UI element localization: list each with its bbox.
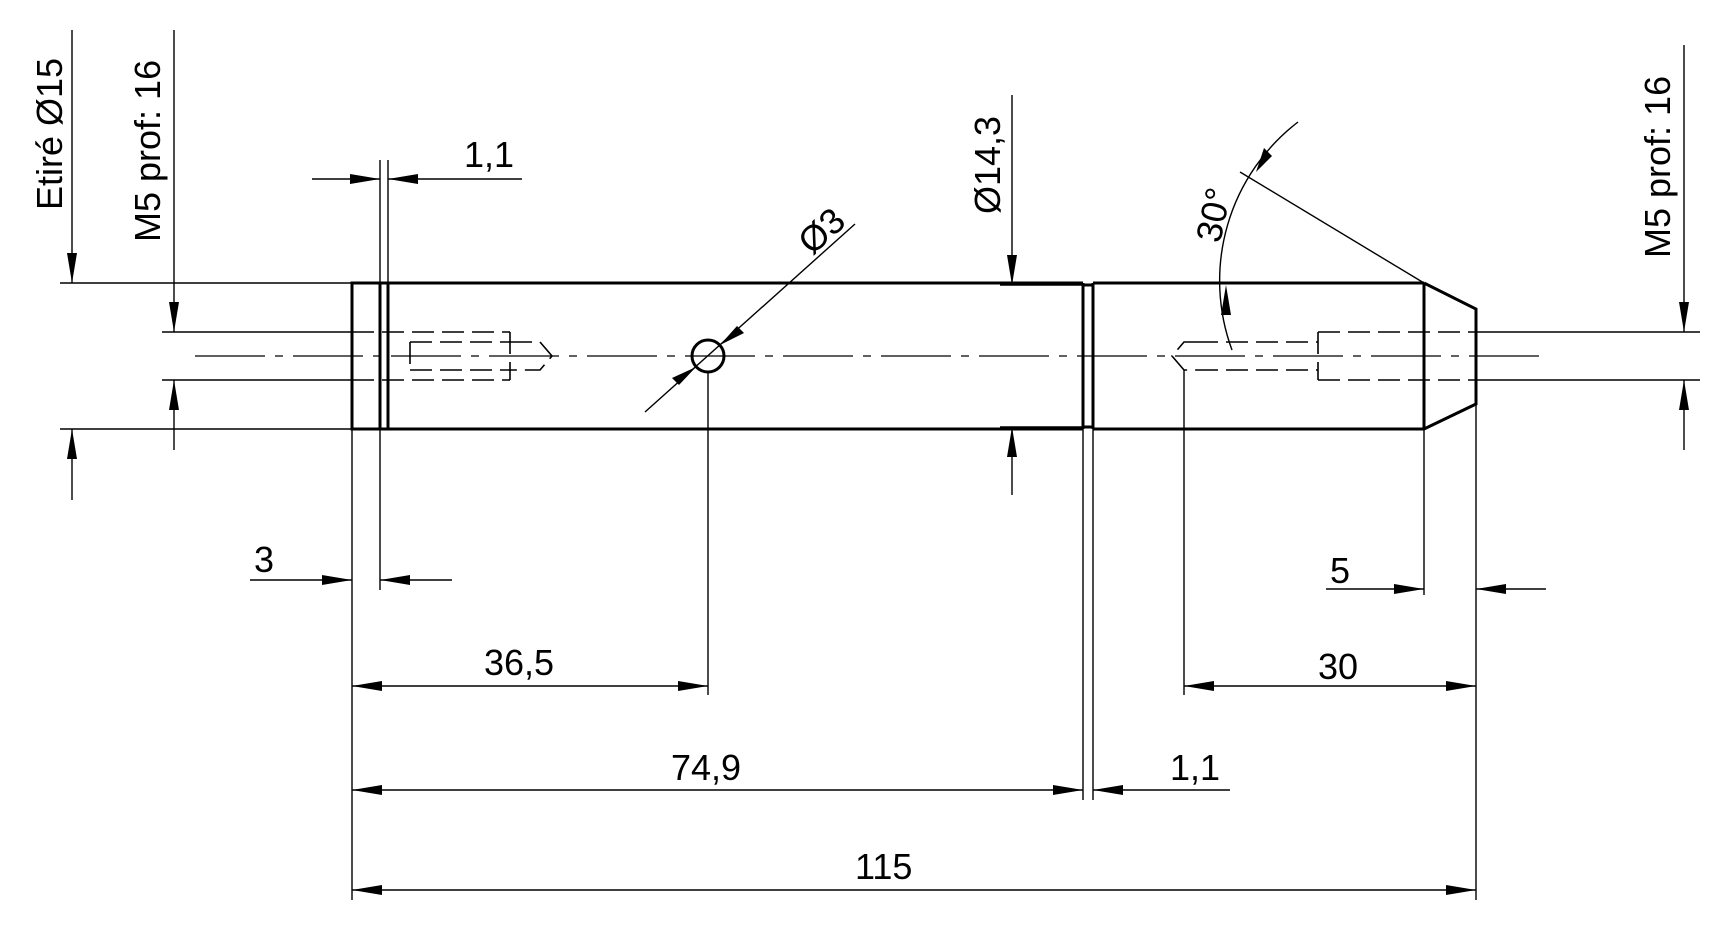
hidden-threads [352, 331, 1476, 381]
label-etire-d15: Etiré Ø15 [29, 58, 70, 210]
label-d14-3: Ø14,3 [967, 116, 1008, 214]
label-len-36-5: 36,5 [484, 642, 554, 683]
label-len-74-9: 74,9 [671, 747, 741, 788]
dimension-labels: Etiré Ø15 M5 prof: 16 M5 prof: 16 Ø14,3 … [29, 58, 1678, 887]
label-groove-1-1-top: 1,1 [464, 134, 514, 175]
label-len-30: 30 [1318, 646, 1358, 687]
extension-lines [60, 160, 1700, 900]
label-d3: Ø3 [790, 199, 853, 262]
arrowheads [67, 148, 1689, 895]
label-chamfer-3: 3 [254, 539, 274, 580]
label-m5-right: M5 prof: 16 [1637, 76, 1678, 258]
label-len-115: 115 [855, 846, 912, 887]
dimension-lines [71, 30, 1685, 891]
label-m5-left: M5 prof: 16 [127, 60, 168, 242]
label-chamfer-5: 5 [1330, 550, 1350, 591]
label-groove-1-1-bottom: 1,1 [1170, 747, 1220, 788]
label-angle-30: 30° [1188, 184, 1239, 246]
